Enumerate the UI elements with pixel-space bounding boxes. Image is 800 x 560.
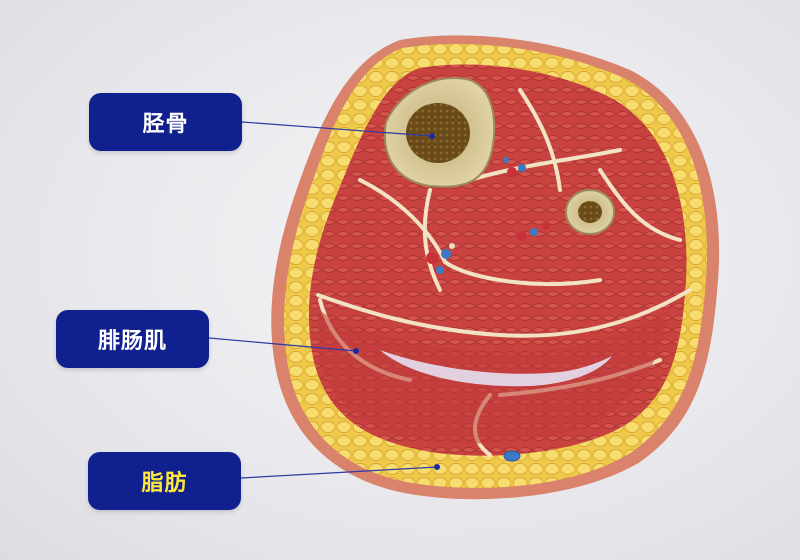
leader-dot-gastrocnemius bbox=[353, 348, 359, 354]
label-tibia: 胫骨 bbox=[89, 93, 242, 151]
blood-vessels bbox=[426, 157, 550, 462]
leader-dots bbox=[353, 133, 440, 470]
tibia-bone bbox=[383, 76, 496, 188]
label-gastrocnemius: 腓肠肌 bbox=[56, 310, 209, 368]
leader-line-fat bbox=[240, 466, 438, 479]
leader-dot-tibia bbox=[429, 133, 435, 139]
leader-lines bbox=[208, 121, 438, 479]
leader-line-tibia bbox=[241, 121, 433, 137]
tendon-streak bbox=[380, 350, 612, 387]
fibula-bone bbox=[565, 189, 615, 235]
leader-dot-fat bbox=[434, 464, 440, 470]
label-fat: 脂肪 bbox=[88, 452, 241, 510]
leader-line-gastrocnemius bbox=[208, 337, 357, 352]
